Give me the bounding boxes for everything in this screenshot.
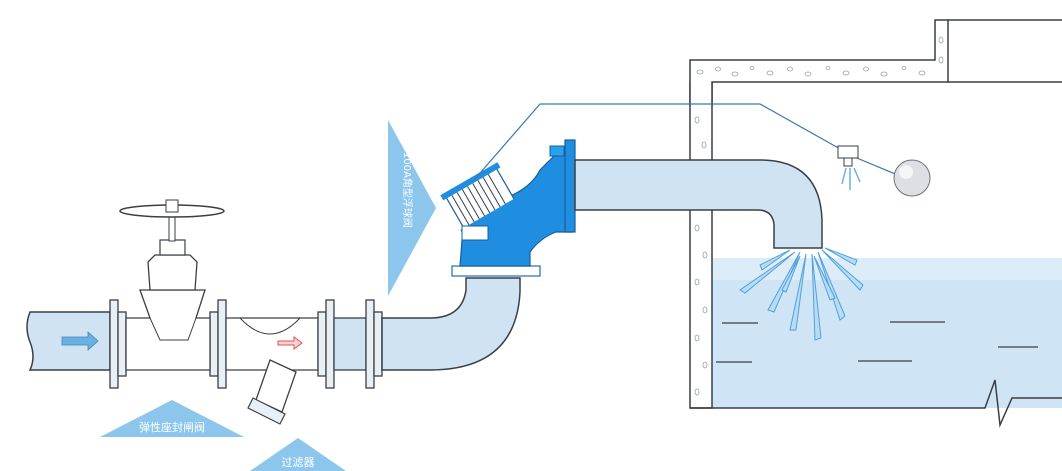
gate-valve-label-banner: 弹性座封闸阀	[100, 400, 244, 437]
handwheel-icon	[120, 200, 224, 217]
filter-label: 过滤器	[282, 456, 315, 469]
tank-left-wall	[690, 82, 712, 408]
float-valve-label-banner: 100A角型浮球阀	[388, 120, 436, 296]
inlet-pipe	[27, 312, 110, 370]
water-tank	[690, 20, 1062, 425]
gate-valve	[110, 200, 226, 388]
riser-pipe	[334, 278, 520, 388]
float-valve	[440, 140, 575, 276]
filter-label-banner: 过滤器	[250, 438, 346, 471]
float-ball-icon	[894, 160, 930, 196]
tank-roof-slab	[690, 20, 948, 105]
gate-valve-label: 弹性座封闸阀	[139, 420, 205, 434]
float-valve-label: 100A角型浮球阀	[401, 152, 414, 228]
y-strainer	[226, 300, 334, 424]
